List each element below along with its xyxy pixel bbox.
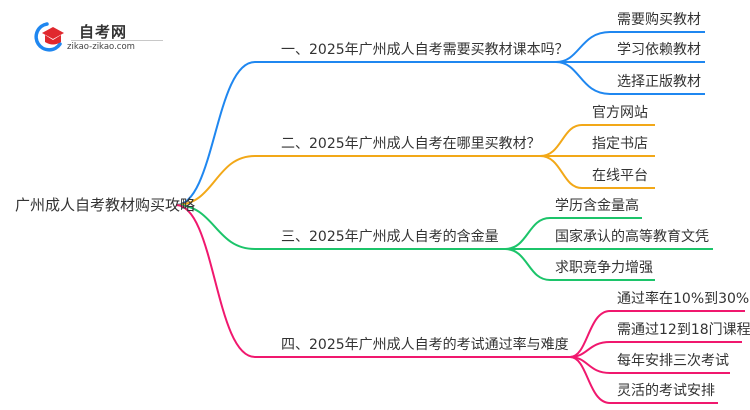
branch-1-child-3[interactable]: 选择正版教材 [617,74,701,90]
branch-2-node[interactable]: 二、2025年广州成人自考在哪里买教材？ [281,136,541,152]
connector-branch-3 [175,204,505,250]
branch-4-child-1[interactable]: 通过率在10%到30% [617,291,750,307]
connector-branch-4-child-4 [569,356,718,404]
connector-branch-2-child-1 [539,124,655,157]
branch-4-child-4[interactable]: 灵活的考试安排 [617,383,715,399]
branch-2-child-2[interactable]: 指定书店 [592,136,648,152]
branch-3-child-1[interactable]: 学历含金量高 [555,198,639,214]
connector-branch-3-child-1 [504,217,642,250]
branch-3-child-3[interactable]: 求职竞争力增强 [555,260,653,276]
root-node[interactable]: 广州成人自考教材购买攻略 [15,196,196,214]
branch-4-node[interactable]: 四、2025年广州成人自考的考试通过率与难度 [281,337,569,353]
connector-branch-1 [175,61,556,206]
branch-4-child-3[interactable]: 每年安排三次考试 [617,353,729,369]
connector-branch-1-child-1 [555,31,705,63]
branch-1-child-2[interactable]: 学习依赖教材 [617,42,701,58]
branch-4-child-2[interactable]: 需通过12到18门课程 [617,322,750,338]
branch-1-child-1[interactable]: 需要购买教材 [617,12,701,28]
connector-branch-4-child-1 [569,310,745,358]
site-logo[interactable]: 自考网 zikao-zikao.com [33,20,163,52]
branch-3-child-2[interactable]: 国家承认的高等教育文凭 [555,229,709,245]
logo-title: 自考网 [79,23,128,41]
branch-2-child-1[interactable]: 官方网站 [592,105,648,121]
graduation-cap-icon [34,22,64,52]
connector-branch-1-child-3 [555,61,705,95]
branch-1-node[interactable]: 一、2025年广州成人自考需要买教材课本吗？ [281,42,569,58]
connector-branch-2 [175,155,540,206]
branch-2-child-3[interactable]: 在线平台 [592,168,648,184]
logo-divider [71,40,163,41]
connector-branch-4 [175,204,570,358]
connector-branch-3-child-3 [504,248,655,281]
branch-3-node[interactable]: 三、2025年广州成人自考的含金量 [281,229,499,245]
connector-branch-2-child-3 [539,155,655,189]
logo-url: zikao-zikao.com [67,42,135,52]
